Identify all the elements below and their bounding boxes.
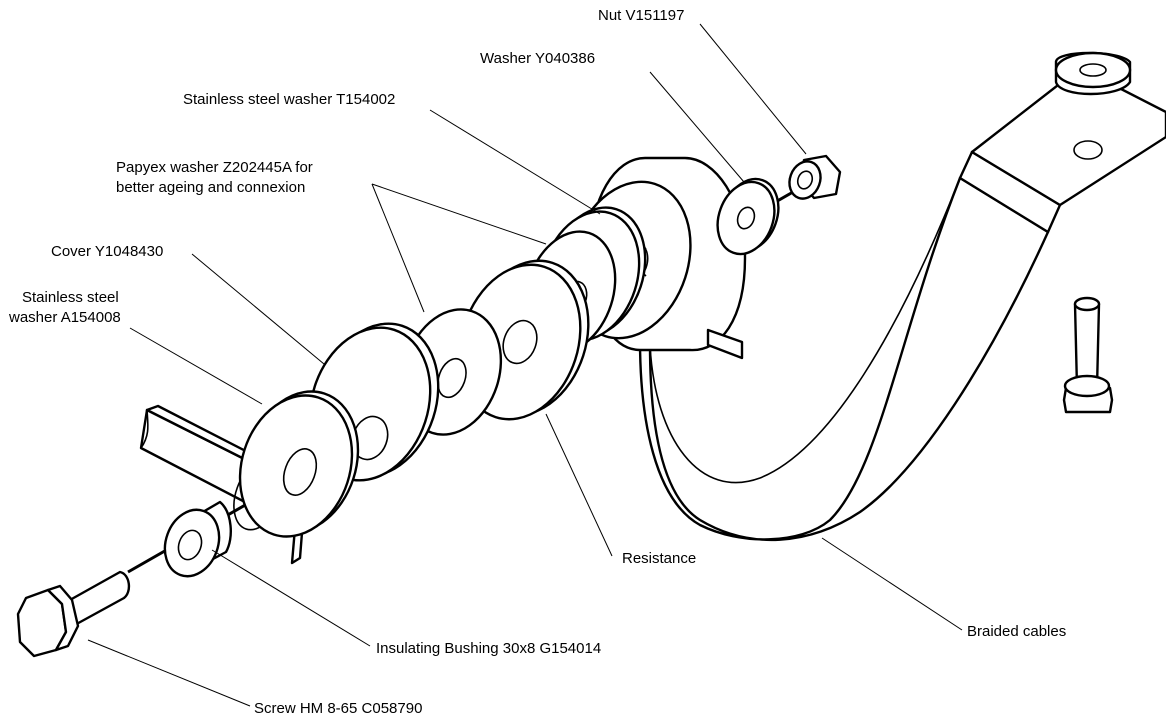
label-braided-cables: Braided cables <box>967 623 1066 640</box>
label-papyex-line2: better ageing and connexion <box>116 179 305 196</box>
insulating-bushing <box>163 500 232 578</box>
label-stainless-washer-a-line1: Stainless steel <box>22 289 119 306</box>
label-insulating-bushing: Insulating Bushing 30x8 G154014 <box>376 640 601 657</box>
label-stainless-washer-t: Stainless steel washer T154002 <box>183 91 395 108</box>
label-resistance: Resistance <box>622 550 696 567</box>
label-papyex-line1: Papyex washer Z202445A for <box>116 159 313 176</box>
leader-lines <box>87 23 963 707</box>
screw-hm-8-65 <box>16 570 131 658</box>
label-nut: Nut V151197 <box>598 7 684 24</box>
label-screw: Screw HM 8-65 C058790 <box>254 700 422 717</box>
washer-y040386 <box>716 177 780 256</box>
label-washer: Washer Y040386 <box>480 50 595 67</box>
label-cover: Cover Y1048430 <box>51 243 163 260</box>
nut-v151197 <box>788 154 842 200</box>
spare-screw <box>1062 296 1114 414</box>
label-stainless-washer-a-line2: washer A154008 <box>8 309 121 326</box>
braided-cable <box>638 51 1166 542</box>
stainless-washer-a <box>238 390 360 538</box>
